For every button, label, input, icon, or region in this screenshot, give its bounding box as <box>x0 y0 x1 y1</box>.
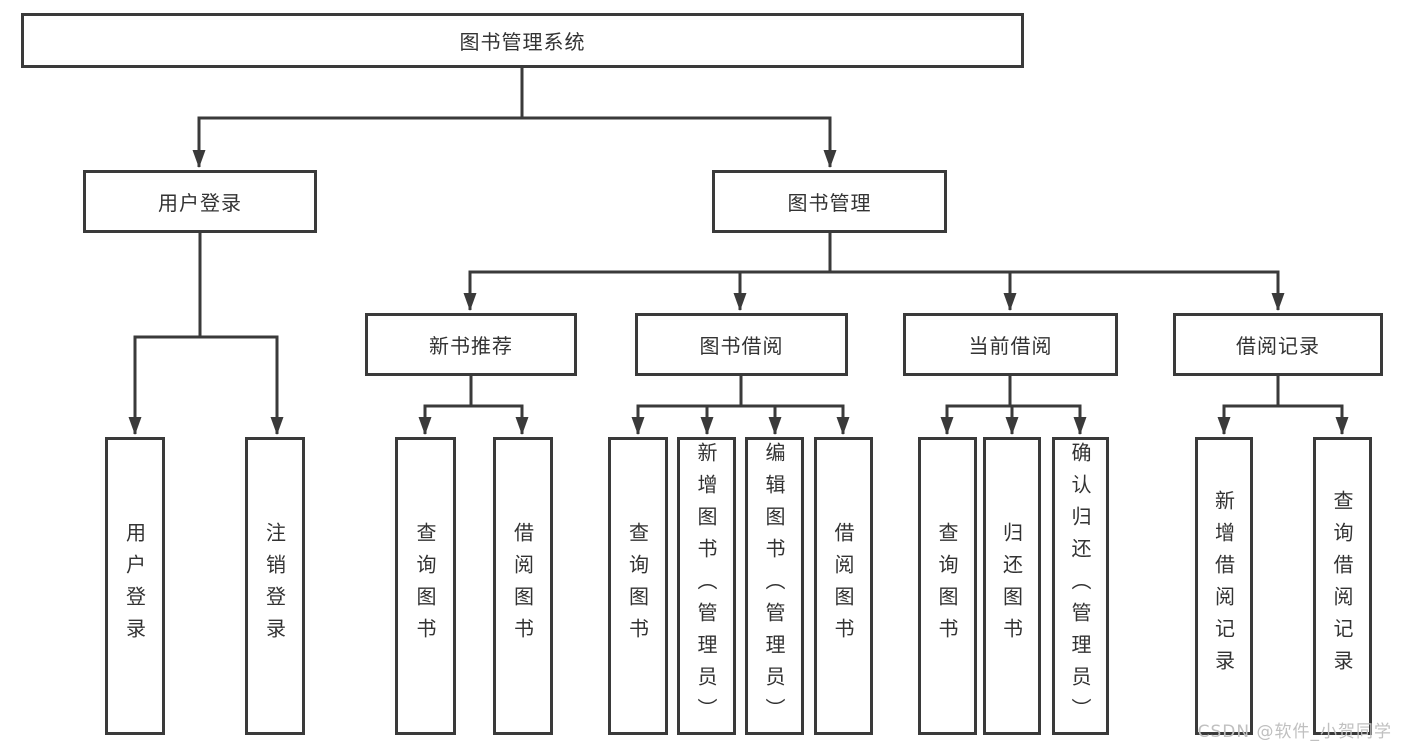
leaf-borrow-book-recommend: 借阅图书 <box>493 437 553 735</box>
node-root-library-system: 图书管理系统 <box>21 13 1024 68</box>
connector-book-mgmt-to-level3 <box>463 231 1285 311</box>
node-new-book-recommend: 新书推荐 <box>365 313 577 376</box>
leaf-query-book-current: 查询图书 <box>918 437 977 735</box>
leaf-borrow-book: 借阅图书 <box>814 437 873 735</box>
node-current-borrow: 当前借阅 <box>903 313 1118 376</box>
node-borrow-record: 借阅记录 <box>1173 313 1383 376</box>
connector-borrow-record-to-leaves <box>1217 374 1349 435</box>
connector-user-login-to-leaves <box>128 231 284 435</box>
leaf-edit-book-admin: 编辑图书（管理员） <box>745 437 804 735</box>
leaf-confirm-return-admin: 确认归还（管理员） <box>1052 437 1109 735</box>
leaf-add-borrow-record: 新增借阅记录 <box>1195 437 1253 735</box>
connector-new-book-to-leaves <box>418 374 529 435</box>
leaf-logout: 注销登录 <box>245 437 305 735</box>
connector-book-borrow-to-leaves <box>631 374 850 435</box>
leaf-return-book: 归还图书 <box>983 437 1041 735</box>
leaf-add-book-admin: 新增图书（管理员） <box>677 437 736 735</box>
leaf-query-borrow-record: 查询借阅记录 <box>1313 437 1372 735</box>
leaf-query-book-borrow: 查询图书 <box>608 437 668 735</box>
node-book-management: 图书管理 <box>712 170 947 233</box>
connector-root-to-level2 <box>192 66 837 168</box>
leaf-user-login: 用户登录 <box>105 437 165 735</box>
node-book-borrow: 图书借阅 <box>635 313 848 376</box>
csdn-watermark: CSDN @软件_小贺同学 <box>1197 722 1392 742</box>
leaf-query-book-recommend: 查询图书 <box>395 437 456 735</box>
node-user-login: 用户登录 <box>83 170 317 233</box>
connector-current-borrow-to-leaves <box>940 374 1087 435</box>
